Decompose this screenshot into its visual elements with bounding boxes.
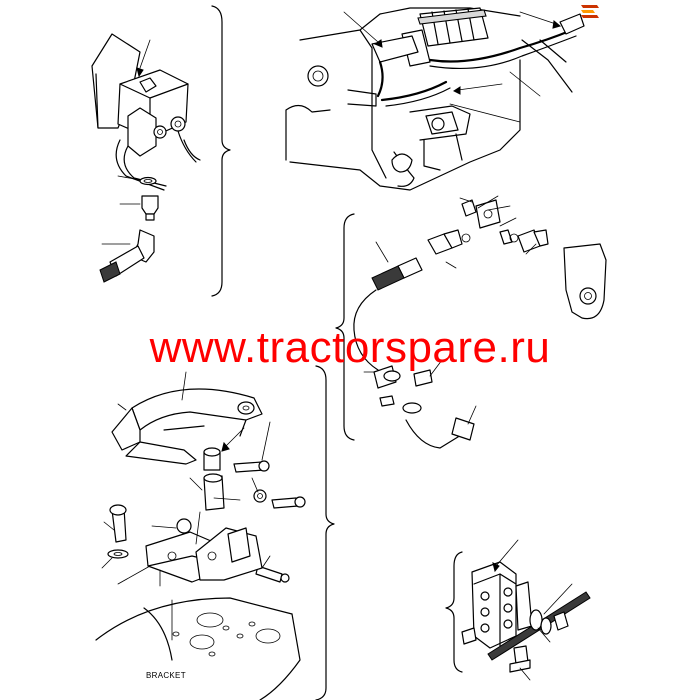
- brand-logo-icon: [581, 5, 599, 18]
- top-left-valve-assembly: [91, 5, 231, 297]
- middle-right-fittings-assembly: [335, 195, 607, 449]
- watermark-url: www.tractorspare.ru: [149, 323, 551, 372]
- top-right-frame-assembly: [285, 7, 585, 191]
- bottom-right-switch-assembly: [445, 539, 591, 681]
- bracket-label: BRACKET: [146, 671, 186, 680]
- bottom-left-pivot-assembly: [95, 365, 335, 700]
